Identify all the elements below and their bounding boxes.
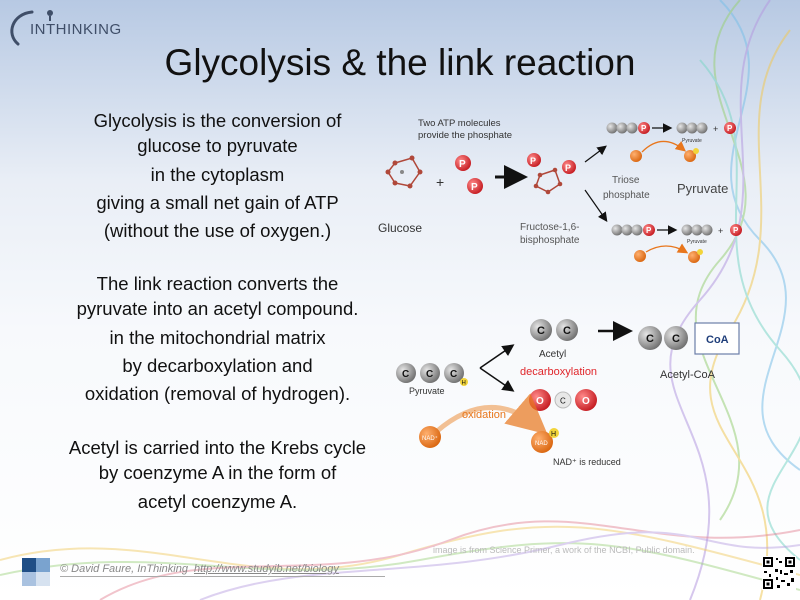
phosphate-symbol: P: [459, 159, 466, 170]
branch-arrow-up: [479, 344, 515, 369]
carbon-symbol: C: [537, 325, 545, 337]
acetyl-coa-molecule: C C CoA: [638, 322, 740, 355]
nad-reduced-label: NAD⁺ is reduced: [553, 457, 621, 467]
text-line: The link reaction converts the: [96, 273, 339, 294]
footer-author: © David Faure, InThinking: [60, 563, 188, 575]
carbon-symbol: C: [563, 325, 571, 337]
text-line: (without the use of oxygen.): [103, 220, 332, 241]
footer-divider: [60, 576, 385, 577]
carbon-symbol: C: [402, 369, 409, 380]
carbon-symbol: C: [426, 369, 433, 380]
hydrogen-symbol: H: [551, 431, 556, 438]
fructose-label-line1: Fructose-1,6-: [520, 222, 579, 233]
footer-credit: © David Faure, InThinking http://www.stud…: [60, 563, 339, 575]
arrow-down-branch: [584, 189, 608, 222]
phosphate-symbol: P: [565, 163, 571, 173]
phosphate-group: P P: [455, 155, 483, 194]
coa-box: [694, 322, 740, 355]
nad-symbol: NAD: [535, 441, 548, 447]
slide-title: Glycolysis & the link reaction: [164, 42, 636, 83]
footer-square: [22, 572, 36, 586]
carbon-symbol: C: [672, 333, 680, 345]
inthinking-logo: [10, 10, 53, 46]
text-line: in the mitochondrial matrix: [109, 327, 326, 348]
upper-triose-branch: P + P Pyruvate: [606, 122, 736, 162]
link-reaction-paragraph: The link reaction converts the pyruvate …: [40, 271, 395, 406]
glycolysis-paragraph: Glycolysis is the conversion of glucose …: [40, 108, 395, 243]
carbon-symbol: C: [450, 369, 457, 380]
footer-square: [22, 558, 36, 572]
carbon-dioxide-molecule: O C O: [529, 389, 597, 411]
carbon-symbol: C: [646, 333, 654, 345]
acetyl-group: C C: [530, 319, 578, 341]
nad-plus-symbol: NAD⁺: [422, 435, 438, 442]
small-pyruvate-label: Pyruvate: [682, 138, 702, 144]
svg-text:+: +: [713, 124, 718, 134]
nad-plus-molecule: NAD⁺: [419, 426, 441, 448]
triose-label-line2: phosphate: [603, 190, 650, 201]
text-line: pyruvate into an acetyl compound.: [76, 298, 359, 319]
hydrogen-symbol: H: [462, 381, 466, 387]
svg-text:+: +: [718, 226, 723, 236]
phosphate-symbol: P: [646, 226, 652, 235]
glucose-label: Glucose: [378, 221, 422, 235]
footer-url-link[interactable]: http://www.studyib.net/biology: [193, 563, 339, 575]
branch-arrow-down: [479, 367, 515, 392]
small-pyruvate-label: Pyruvate: [687, 239, 707, 245]
logo-text: INTHINKING: [30, 21, 122, 38]
footer-square: [36, 572, 50, 586]
text-line: acetyl coenzyme A.: [137, 491, 298, 512]
decarboxylation-label: decarboxylation: [520, 366, 597, 378]
pyruvate-molecule: C C C H: [396, 363, 468, 387]
oxygen-symbol: O: [582, 396, 590, 407]
atp-note-line2: provide the phosphate: [418, 130, 512, 141]
carbon-symbol: C: [560, 397, 566, 406]
glucose-molecule: [385, 155, 423, 189]
oxidation-arrow: [434, 393, 548, 435]
triose-label-line1: Triose: [612, 175, 640, 186]
nadh-molecule: NAD H: [531, 428, 559, 453]
phosphate-symbol: P: [727, 124, 733, 133]
plus-sign: +: [436, 174, 444, 190]
text-line: glucose to pyruvate: [137, 135, 298, 156]
pyruvate-label: Pyruvate: [677, 181, 728, 196]
text-line: in the cytoplasm: [150, 164, 285, 185]
image-credit: image is from Science Primer, a work of …: [433, 545, 695, 555]
lower-triose-branch: P + P Pyruvate: [611, 224, 742, 263]
oxidation-label: oxidation: [462, 409, 506, 421]
oxygen-symbol: O: [536, 396, 544, 407]
qr-code: [762, 556, 796, 590]
text-line: oxidation (removal of hydrogen).: [84, 383, 351, 404]
acetyl-coa-label: Acetyl-CoA: [660, 369, 716, 381]
fructose-label-line2: bisphosphate: [520, 235, 580, 246]
arrow-up-branch: [584, 145, 607, 163]
acetyl-paragraph: Acetyl is carried into the Krebs cycle b…: [40, 435, 395, 514]
text-line: Acetyl is carried into the Krebs cycle: [68, 437, 367, 458]
phosphate-symbol: P: [471, 182, 478, 193]
link-pyruvate-label: Pyruvate: [409, 386, 445, 396]
footer-square: [36, 558, 50, 572]
text-line: by coenzyme A in the form of: [98, 462, 337, 483]
phosphate-symbol: P: [733, 226, 739, 235]
text-line: giving a small net gain of ATP: [96, 192, 339, 213]
phosphate-symbol: P: [530, 156, 536, 166]
phosphate-symbol: P: [641, 124, 647, 133]
fructose-bisphosphate-molecule: P P: [527, 153, 576, 195]
text-line: Glycolysis is the conversion of: [93, 110, 342, 131]
atp-note-line1: Two ATP molecules: [418, 118, 501, 129]
coa-label: CoA: [706, 334, 729, 346]
acetyl-label: Acetyl: [539, 349, 566, 360]
text-line: by decarboxylation and: [122, 355, 313, 376]
